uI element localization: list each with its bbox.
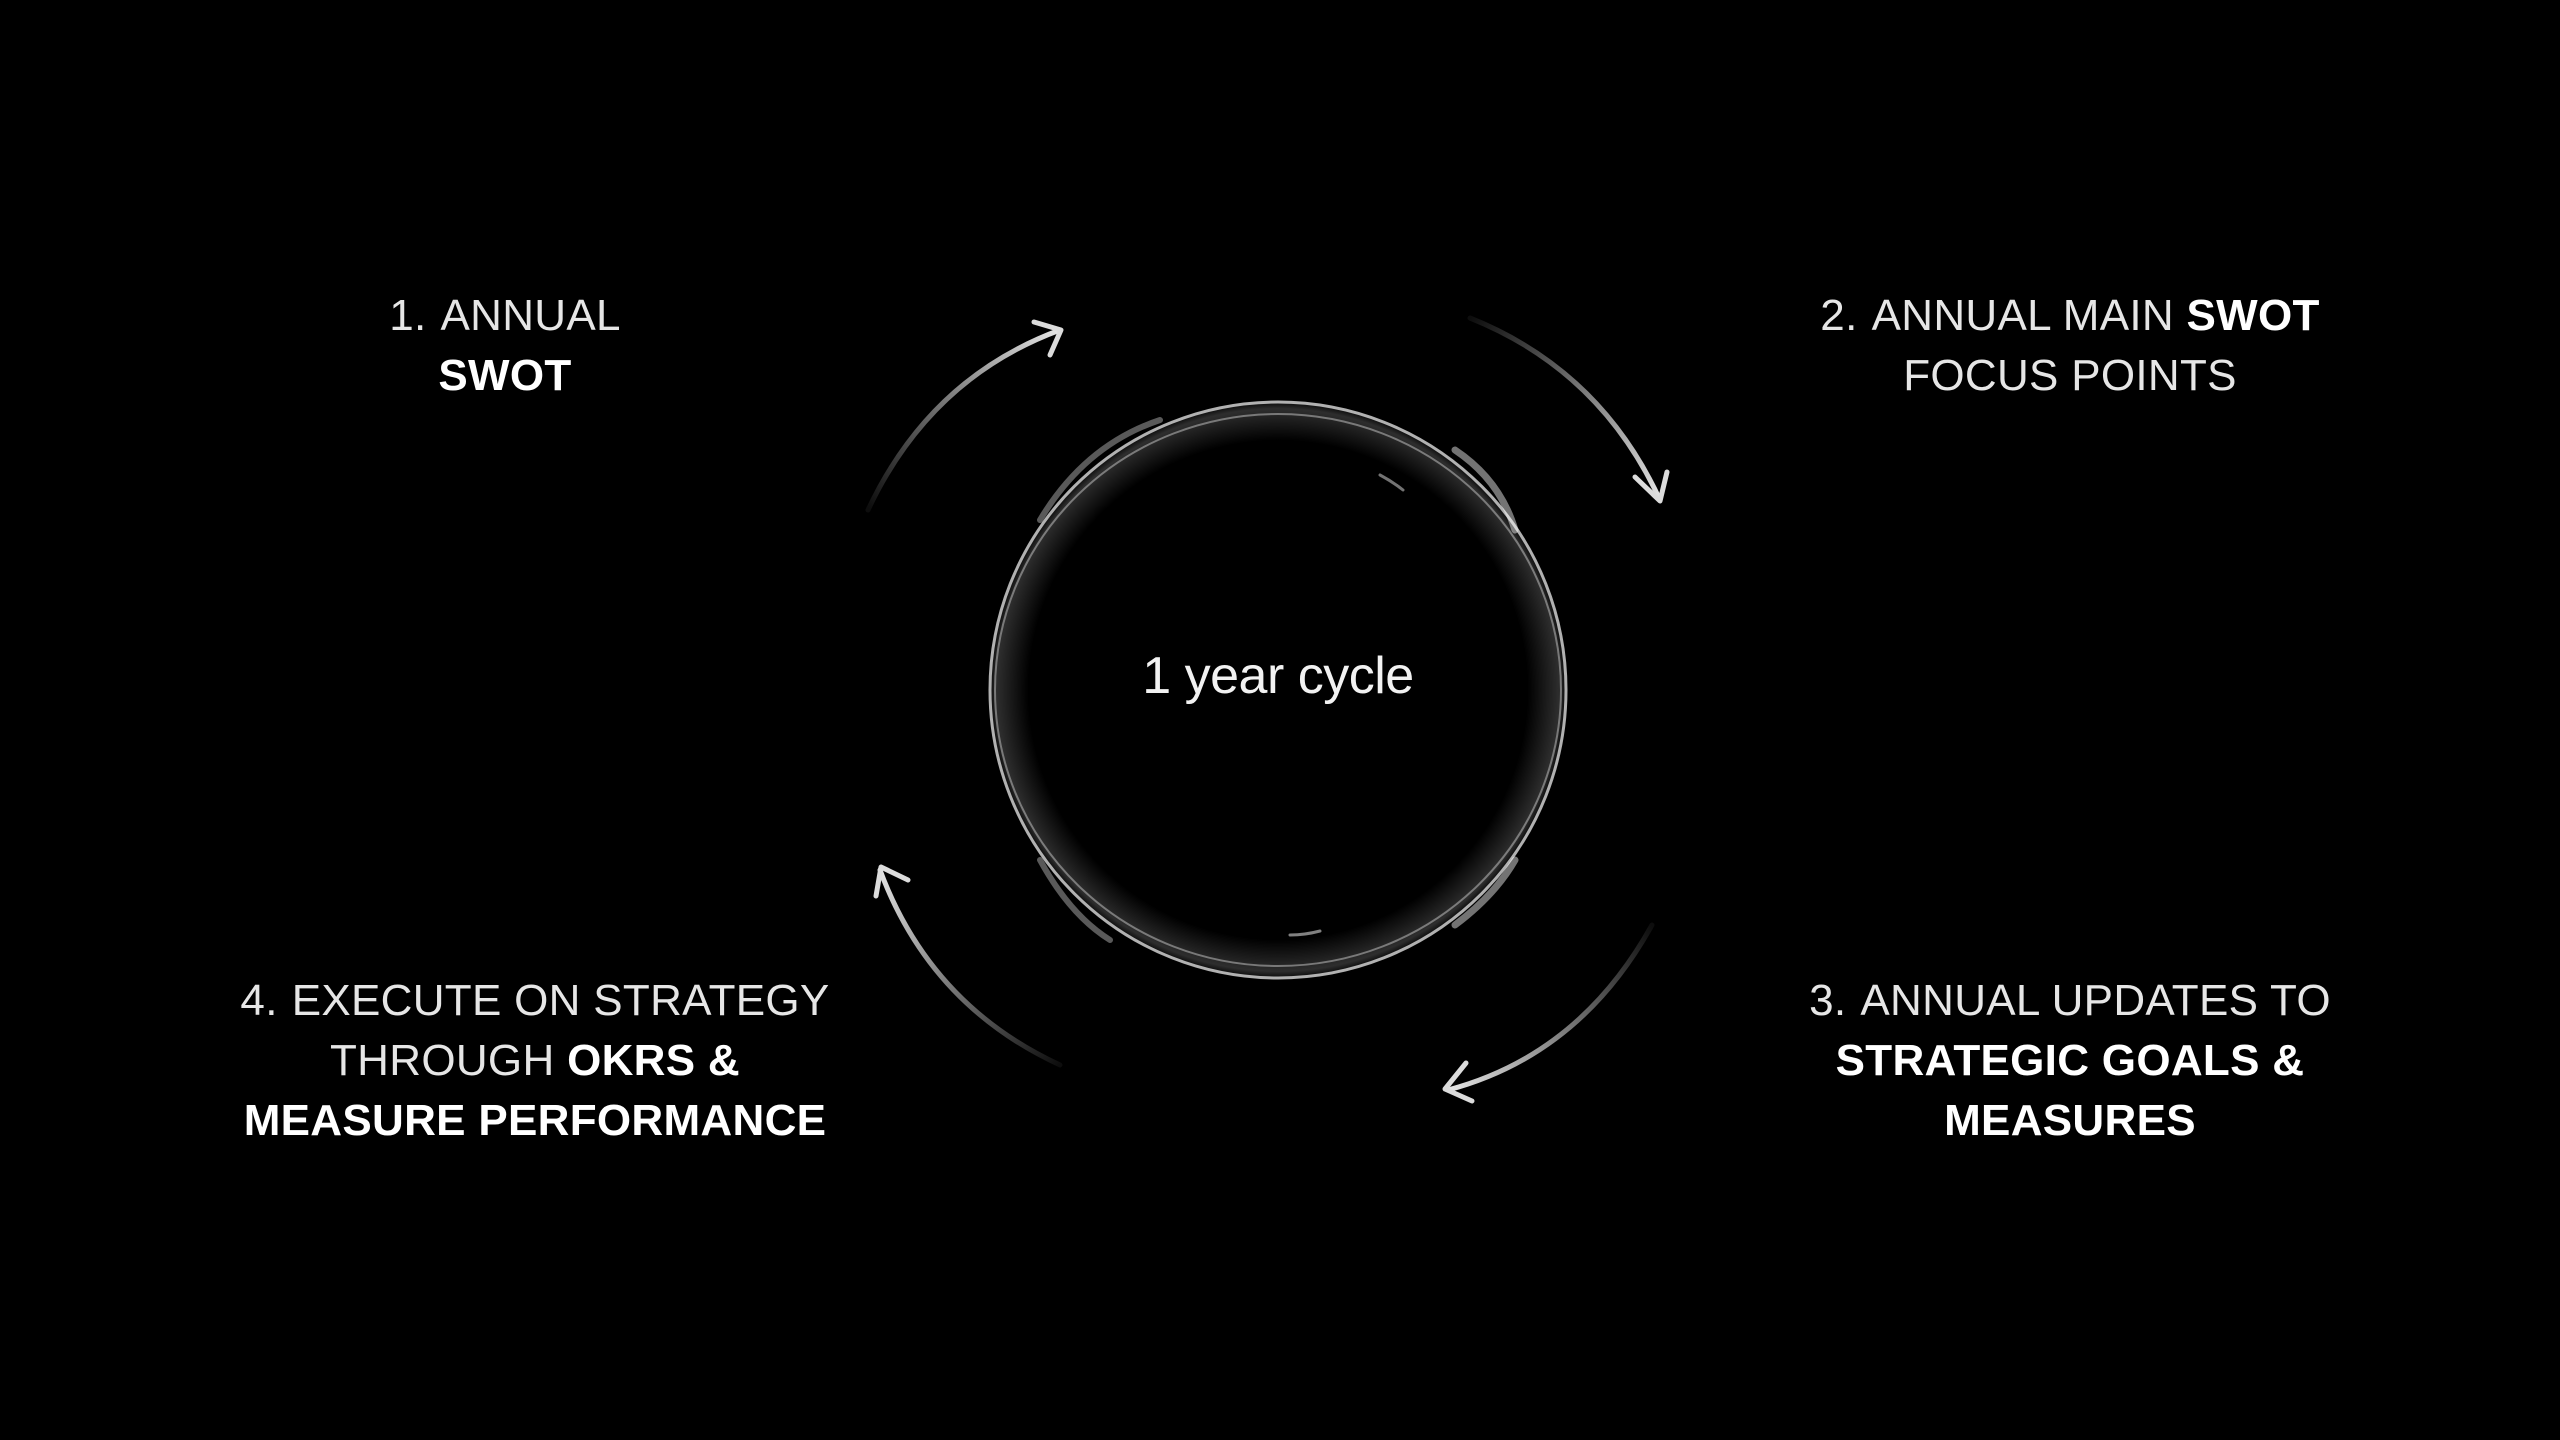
step-3-number: 3. — [1809, 976, 1847, 1025]
center-label: 1 year cycle — [1142, 647, 1414, 705]
step-2-line-2: FOCUS POINTS — [1903, 351, 2237, 400]
step-4-line-2: THROUGH OKRS & — [330, 1036, 740, 1085]
step-1-line-1: 1.ANNUAL — [389, 291, 621, 340]
cycle-arrow-3 — [1442, 922, 1655, 1104]
cycle-arrow-1 — [865, 319, 1064, 513]
step-1-label: 1.ANNUAL SWOT — [285, 286, 725, 406]
step-3-label: 3.ANNUAL UPDATES TO STRATEGIC GOALS & ME… — [1720, 971, 2420, 1151]
step-2-number: 2. — [1820, 291, 1858, 340]
step-1-line-2: SWOT — [438, 351, 572, 400]
step-3-line-3: MEASURES — [1944, 1096, 2196, 1145]
step-3-line-2: STRATEGIC GOALS & — [1835, 1036, 2305, 1085]
step-2-label: 2.ANNUAL MAIN SWOT FOCUS POINTS — [1720, 286, 2420, 406]
cycle-arrow-4 — [873, 864, 1063, 1068]
step-4-line-3: MEASURE PERFORMANCE — [243, 1096, 827, 1145]
glass-sphere — [988, 400, 1568, 980]
step-2-line-1: 2.ANNUAL MAIN SWOT — [1820, 291, 2320, 340]
step-1-number: 1. — [389, 291, 427, 340]
step-4-line-1: 4.EXECUTE ON STRATEGY — [240, 976, 830, 1025]
step-4-label: 4.EXECUTE ON STRATEGY THROUGH OKRS & MEA… — [150, 971, 920, 1151]
step-3-line-1: 3.ANNUAL UPDATES TO — [1809, 976, 2331, 1025]
cycle-arrow-2 — [1467, 315, 1670, 504]
step-4-number: 4. — [240, 976, 278, 1025]
